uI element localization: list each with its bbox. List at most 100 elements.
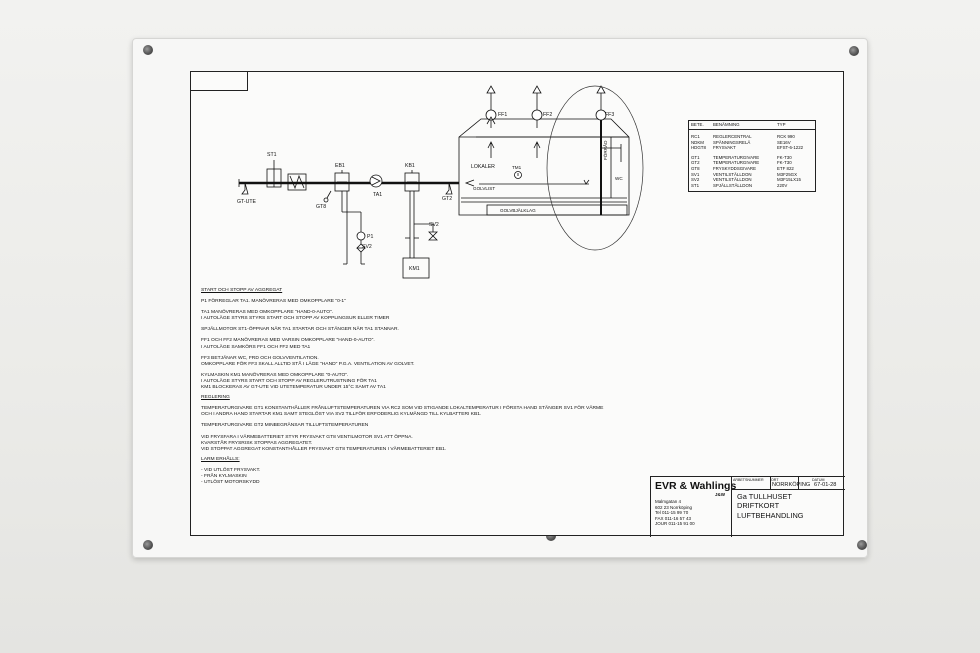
label-p1: P1 <box>367 234 373 240</box>
notes-line: TEMPERATURGIVARE GT2 MINBEGRÄNSAR TILLUF… <box>201 423 369 429</box>
header-datum: DATUM <box>798 477 845 489</box>
title-line: DRIFTKORT <box>737 501 780 511</box>
legend-cell: RC1 <box>691 134 700 139</box>
label-kb1: KB1 <box>405 163 415 169</box>
notes-paragraph: TA1 MANÖVRERAS MED OMKOPPLARE "HAND-0-AU… <box>201 310 641 322</box>
label-ff2: FF2 <box>543 112 552 118</box>
label-ff3: FF3 <box>605 112 614 118</box>
legend-cell: HDGT8 <box>691 145 706 151</box>
address-line: JOUR 011-15 91 00 <box>655 521 695 527</box>
label-gt2: GT2 <box>442 196 452 202</box>
drawing-sheet: ST1 EB1 KB1 GT-UTE GT8 TA1 P1 SV2 SV2 KM… <box>190 71 845 537</box>
city-value: NORRKÖPING <box>772 482 811 488</box>
notes-line: - VID UTLÖST FRYSVAKT. <box>201 467 261 473</box>
notes-heading: START OCH STOPP AV AGGREGAT <box>201 288 283 293</box>
pump-p1 <box>356 231 366 241</box>
notes-paragraph: - VID UTLÖST FRYSVAKT.- FRÅN KYLMASKIN- … <box>201 468 641 486</box>
notes-line: KM1 BLOCKERAS AV GT-UTE VID UTETEMPERATU… <box>201 385 386 391</box>
corner-box <box>191 72 248 91</box>
legend-cell: TEMPERATURGIVARE <box>713 160 760 166</box>
legend-cell: 220V <box>777 182 788 188</box>
legend-header-benamning: BENÄMNING <box>713 122 740 128</box>
notes-line: FF1 OCH FF2 MANÖVRERAS MED VARSIN OMKOPP… <box>201 338 375 344</box>
arrow-up-2 <box>533 141 541 158</box>
legend-cell: NDKM <box>691 139 704 145</box>
screw-top-right <box>849 46 859 56</box>
roof-fan-ff3 <box>595 85 622 215</box>
valve-sv2-left <box>356 243 366 253</box>
notes-line: - UTLÖST MOTORSKYDD <box>201 480 260 486</box>
legend-cell: SE16V <box>777 139 791 145</box>
legend-cell: ST1 <box>691 182 700 188</box>
notes-paragraph: FF1 OCH FF2 MANÖVRERAS MED VARSIN OMKOPP… <box>201 338 641 350</box>
gt8-sensor <box>323 197 329 203</box>
operation-notes: START OCH STOPP AV AGGREGAT P1 FÖRREGLAR … <box>201 284 641 486</box>
title-block-header: ARBETSNUMMER ORT DATUM NORRKÖPING 67-01-… <box>732 477 845 490</box>
label-wc: WC <box>615 176 623 181</box>
notes-line: VID STOPPAT AGGREGAT KONSTANTHÅLLER FRYS… <box>201 446 447 452</box>
label-gt8: GT8 <box>316 204 326 210</box>
label-ta1: TA1 <box>373 192 382 198</box>
notes-line: TEMPERATURGIVARE GT1 KONSTANTHÅLLER FRÅN… <box>201 406 604 412</box>
legend-cell: FRYSKYDDSGIVARE <box>713 165 757 171</box>
notes-heading: LARM ERHÅLLS: <box>201 456 240 462</box>
notes-line: OMKOPPLARE FÖR FF3 SKALL ALLTID STÅ I LÄ… <box>201 361 415 367</box>
header-label-ort: ORT <box>771 478 779 482</box>
header-ort: ORT <box>770 477 799 489</box>
fan-ta1 <box>369 174 383 188</box>
address-line: Tel 011-15 99 70 <box>655 510 689 516</box>
address-line: FAX 011-16 57 43 <box>655 515 691 521</box>
legend-cell: SPJÄLLSTÄLLDON <box>713 182 753 188</box>
title-line: LUFTBEHANDLING <box>737 510 804 520</box>
notes-paragraph: P1 FÖRREGLAR TA1. MANÖVRERAS MED OMKOPPL… <box>201 299 641 305</box>
filter <box>287 173 307 191</box>
title-line: Ga TULLHUSET <box>737 492 792 501</box>
notes-heading: REGLERING <box>201 395 230 401</box>
address-line: 602 23 Norrköping <box>655 504 693 510</box>
company-name: EVR & Wahlings <box>655 480 737 492</box>
legend-cell: VENTILSTÄLLDON <box>713 171 752 177</box>
label-km1: KM1 <box>409 266 420 272</box>
roof-fan-ff1 <box>485 85 497 128</box>
label-forrad: FÖRRÅD <box>602 140 608 160</box>
company-suffix: J&W <box>715 492 725 497</box>
legend-cell: SPÄNNINGSRELÄ <box>713 139 751 145</box>
notes-line: - FRÅN KYLMASKIN <box>201 473 247 479</box>
notes-line: I AUTOLÄGE SAMKÖRS FF1 OCH FF2 MED TA1 <box>201 344 311 350</box>
label-tm1: TM1 <box>512 165 522 170</box>
legend-cell: TEMPERATURGIVARE <box>713 154 760 160</box>
legend-cell: M3F15LX15 <box>777 177 801 183</box>
label-golvlist: GOLVLIST <box>473 186 495 191</box>
notes-paragraph: FF3 BETJÄNAR WC, FRD OCH GOLVVENTILATION… <box>201 356 641 368</box>
legend-cell: GT8 <box>691 165 700 171</box>
notes-paragraph: TEMPERATURGIVARE GT1 KONSTANTHÅLLER FRÅN… <box>201 406 641 418</box>
legend-header-typ: TYP <box>777 122 786 128</box>
label-golvbjalklag: GOLVBJÄLKLAG <box>500 207 536 213</box>
roof-fan-ff2 <box>531 85 543 128</box>
notes-line: KYLMASKIN KM1 MANÖVRERAS MED OMKOPPLARE … <box>201 372 349 378</box>
legend-cell: FK-T30 <box>777 154 792 160</box>
label-eb1: EB1 <box>335 163 345 169</box>
notes-line: OCH I ANDRA HAND STARTAR KM1 SAMT STEGLÖ… <box>201 412 482 418</box>
legend-cell: GT2 <box>691 160 700 166</box>
legend-cell: REGLERCENTRAL <box>713 134 752 139</box>
notes-line: FF3 BETJÄNAR WC, FRD OCH GOLVVENTILATION… <box>201 355 319 361</box>
notes-line: I AUTOLÄGE STYRS STYRS START OCH STOPP A… <box>201 316 390 322</box>
valve-sv2-right <box>428 231 438 241</box>
header-label-datum: DATUM <box>812 478 825 482</box>
legend-cell: ETF 822 <box>777 165 794 171</box>
legend-cell: M3F25GX <box>777 171 798 177</box>
notes-paragraph: KYLMASKIN KM1 MANÖVRERAS MED OMKOPPLARE … <box>201 373 641 391</box>
screw-bottom-right <box>857 540 867 550</box>
notes-paragraph: SPJÄLLMOTOR ST1-ÖPPNAR NÄR TA1 STARTAR O… <box>201 327 641 333</box>
notes-line: SPJÄLLMOTOR ST1-ÖPPNAR NÄR TA1 STARTAR O… <box>201 327 399 333</box>
notes-line: KVARSTÅR FRYSRISK STOPPAS AGGREGATET. <box>201 440 313 446</box>
notes-line: VID FRYSFARA I VÄRMEBATTERIET STYR FRYSV… <box>201 434 413 440</box>
